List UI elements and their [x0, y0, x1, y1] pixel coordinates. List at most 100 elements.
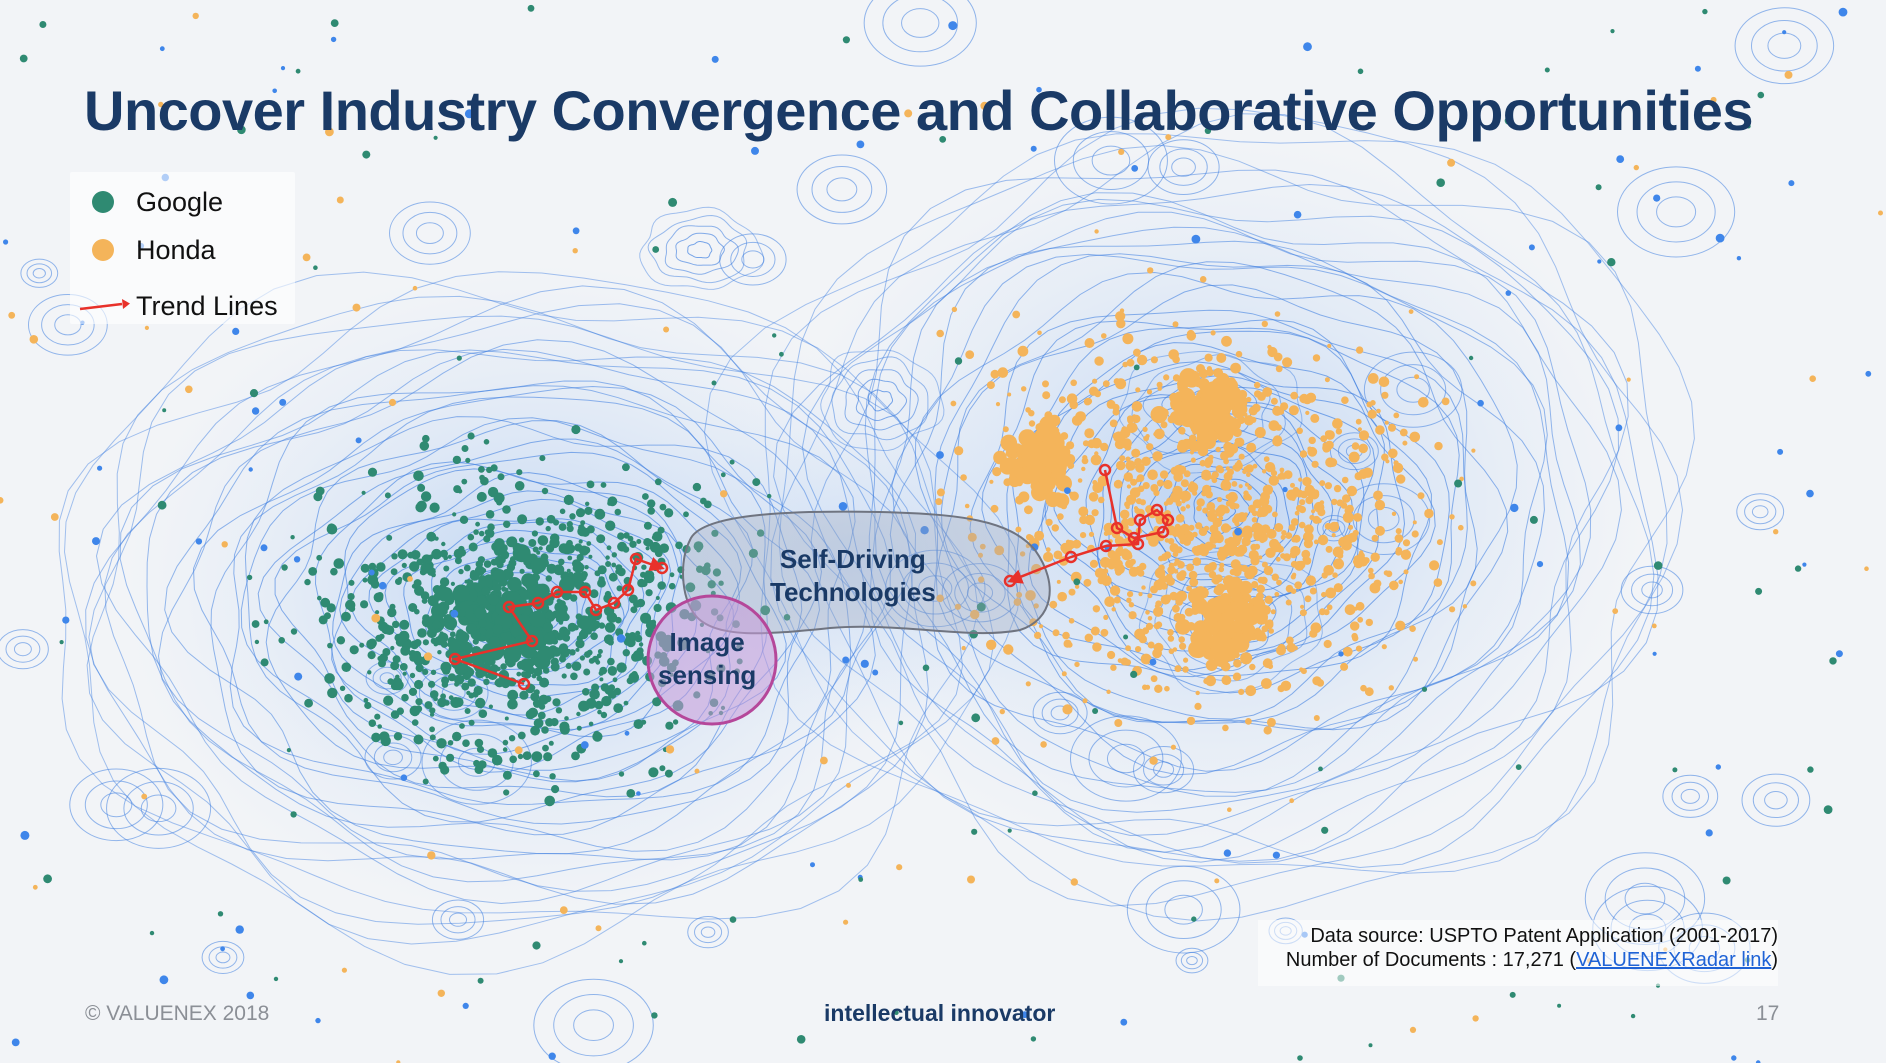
- contour-line: [639, 206, 765, 290]
- patent-point: [1226, 525, 1232, 531]
- contour-line: [331, 468, 735, 755]
- patent-point: [1196, 505, 1202, 512]
- patent-point: [1213, 414, 1224, 425]
- patent-point: [1327, 343, 1332, 348]
- patent-point: [476, 491, 487, 502]
- patent-point: [461, 445, 469, 452]
- contour-island: [1069, 715, 1182, 802]
- patent-point: [976, 602, 986, 612]
- patent-point: [500, 663, 507, 670]
- patent-point: [427, 554, 434, 560]
- contour-line: [889, 240, 1570, 793]
- patent-point: [304, 698, 313, 708]
- patent-point: [1080, 532, 1087, 539]
- patent-point: [1074, 661, 1080, 668]
- patent-point: [503, 645, 522, 664]
- patent-point: [1052, 629, 1060, 637]
- patent-point: [1323, 565, 1334, 576]
- valuenex-radar-link[interactable]: VALUENEXRadar link: [1576, 949, 1772, 971]
- patent-point: [1392, 462, 1404, 474]
- patent-point: [559, 576, 575, 593]
- patent-point: [290, 535, 295, 540]
- patent-point: [1232, 624, 1241, 634]
- patent-point: [580, 741, 589, 749]
- patent-point: [1115, 559, 1123, 568]
- patent-point: [1149, 658, 1157, 666]
- patent-point: [490, 464, 498, 472]
- patent-point: [1249, 663, 1256, 671]
- patent-point: [1199, 276, 1207, 283]
- contour-island: [1164, 894, 1203, 925]
- contour-island: [41, 304, 95, 346]
- patent-point: [50, 513, 59, 521]
- patent-point: [1074, 584, 1080, 589]
- patent-point: [1156, 381, 1163, 388]
- contour-island: [1744, 499, 1777, 525]
- patent-point: [629, 540, 637, 548]
- patent-point: [384, 492, 391, 499]
- patent-point: [623, 637, 632, 646]
- patent-point: [1652, 651, 1657, 656]
- patent-point: [313, 265, 318, 271]
- patent-point: [1126, 358, 1135, 367]
- patent-point: [396, 707, 404, 715]
- contour-island: [379, 672, 395, 685]
- patent-point: [675, 541, 683, 550]
- patent-point: [665, 721, 674, 730]
- contour-island: [1620, 565, 1684, 615]
- patent-point: [894, 1010, 899, 1015]
- patent-point: [367, 651, 376, 660]
- patent-point: [1256, 584, 1265, 594]
- patent-point: [1092, 605, 1101, 613]
- contour-line: [867, 389, 893, 412]
- patent-point: [1436, 539, 1443, 546]
- patent-point: [1245, 718, 1252, 725]
- patent-point: [1167, 629, 1174, 636]
- patent-point: [1188, 588, 1205, 605]
- patent-point: [260, 658, 269, 667]
- patent-point: [1376, 408, 1381, 414]
- contour-island: [140, 794, 177, 823]
- patent-point: [1146, 389, 1153, 395]
- patent-point: [1190, 457, 1196, 463]
- patent-point: [429, 734, 436, 741]
- patent-point: [636, 647, 644, 655]
- patent-point: [1607, 258, 1616, 267]
- contour-island: [966, 582, 994, 603]
- patent-point: [1019, 551, 1026, 557]
- patent-point: [647, 507, 655, 515]
- patent-point: [370, 580, 380, 589]
- contour-line: [940, 284, 1468, 731]
- patent-point: [1219, 562, 1225, 568]
- patent-point: [1722, 876, 1731, 885]
- patent-point: [604, 622, 616, 633]
- patent-point: [364, 701, 372, 710]
- patent-point: [1172, 604, 1180, 613]
- patent-point: [1275, 365, 1283, 373]
- patent-point: [659, 503, 667, 511]
- patent-point: [1378, 376, 1390, 388]
- patent-point: [1002, 426, 1009, 433]
- patent-point: [1225, 494, 1231, 500]
- patent-point: [576, 615, 591, 630]
- patent-point: [1215, 446, 1221, 453]
- patent-point: [1057, 591, 1067, 602]
- patent-point: [603, 634, 614, 645]
- patent-point: [1045, 491, 1061, 508]
- patent-point: [1388, 423, 1396, 432]
- patent-point: [1163, 501, 1169, 506]
- contour-line: [403, 529, 630, 687]
- patent-point: [1454, 479, 1463, 488]
- patent-point: [1360, 684, 1367, 692]
- patent-point: [1038, 474, 1051, 487]
- patent-point: [1864, 566, 1869, 571]
- contour-island: [1053, 116, 1168, 205]
- patent-point: [304, 578, 311, 586]
- patent-point: [555, 609, 568, 622]
- patent-point: [1188, 570, 1198, 580]
- patent-point: [613, 703, 624, 713]
- patent-point: [459, 723, 465, 729]
- patent-point: [1233, 503, 1240, 509]
- patent-point: [1118, 148, 1125, 155]
- patent-point: [1328, 458, 1338, 467]
